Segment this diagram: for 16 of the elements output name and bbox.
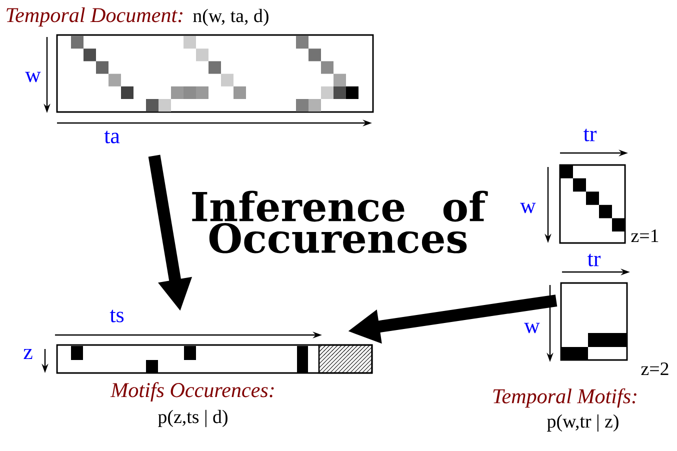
formula-text: p(z,ts | d) — [158, 410, 228, 428]
occurrence-bar — [56, 344, 373, 374]
axis-label: w — [524, 322, 540, 334]
heading-text: Motifs Occurences: — [110, 382, 274, 402]
heading-text: Temporal Motifs: — [493, 388, 636, 408]
axis-label: z — [24, 348, 32, 360]
heading-text: Temporal Document: — [6, 7, 182, 26]
motif-label: z=1 — [631, 230, 658, 242]
axis-label: tr — [584, 128, 597, 142]
formula-text: n(w, ta, d) — [193, 8, 268, 26]
axis-label: ts — [110, 310, 124, 322]
axis-label: tr — [588, 254, 601, 266]
axis-label: w — [520, 202, 536, 214]
motif-label: z=2 — [641, 362, 668, 375]
title-text: Inference of Occurences — [192, 190, 488, 254]
formula-text: p(w,tr | z) — [547, 414, 618, 432]
